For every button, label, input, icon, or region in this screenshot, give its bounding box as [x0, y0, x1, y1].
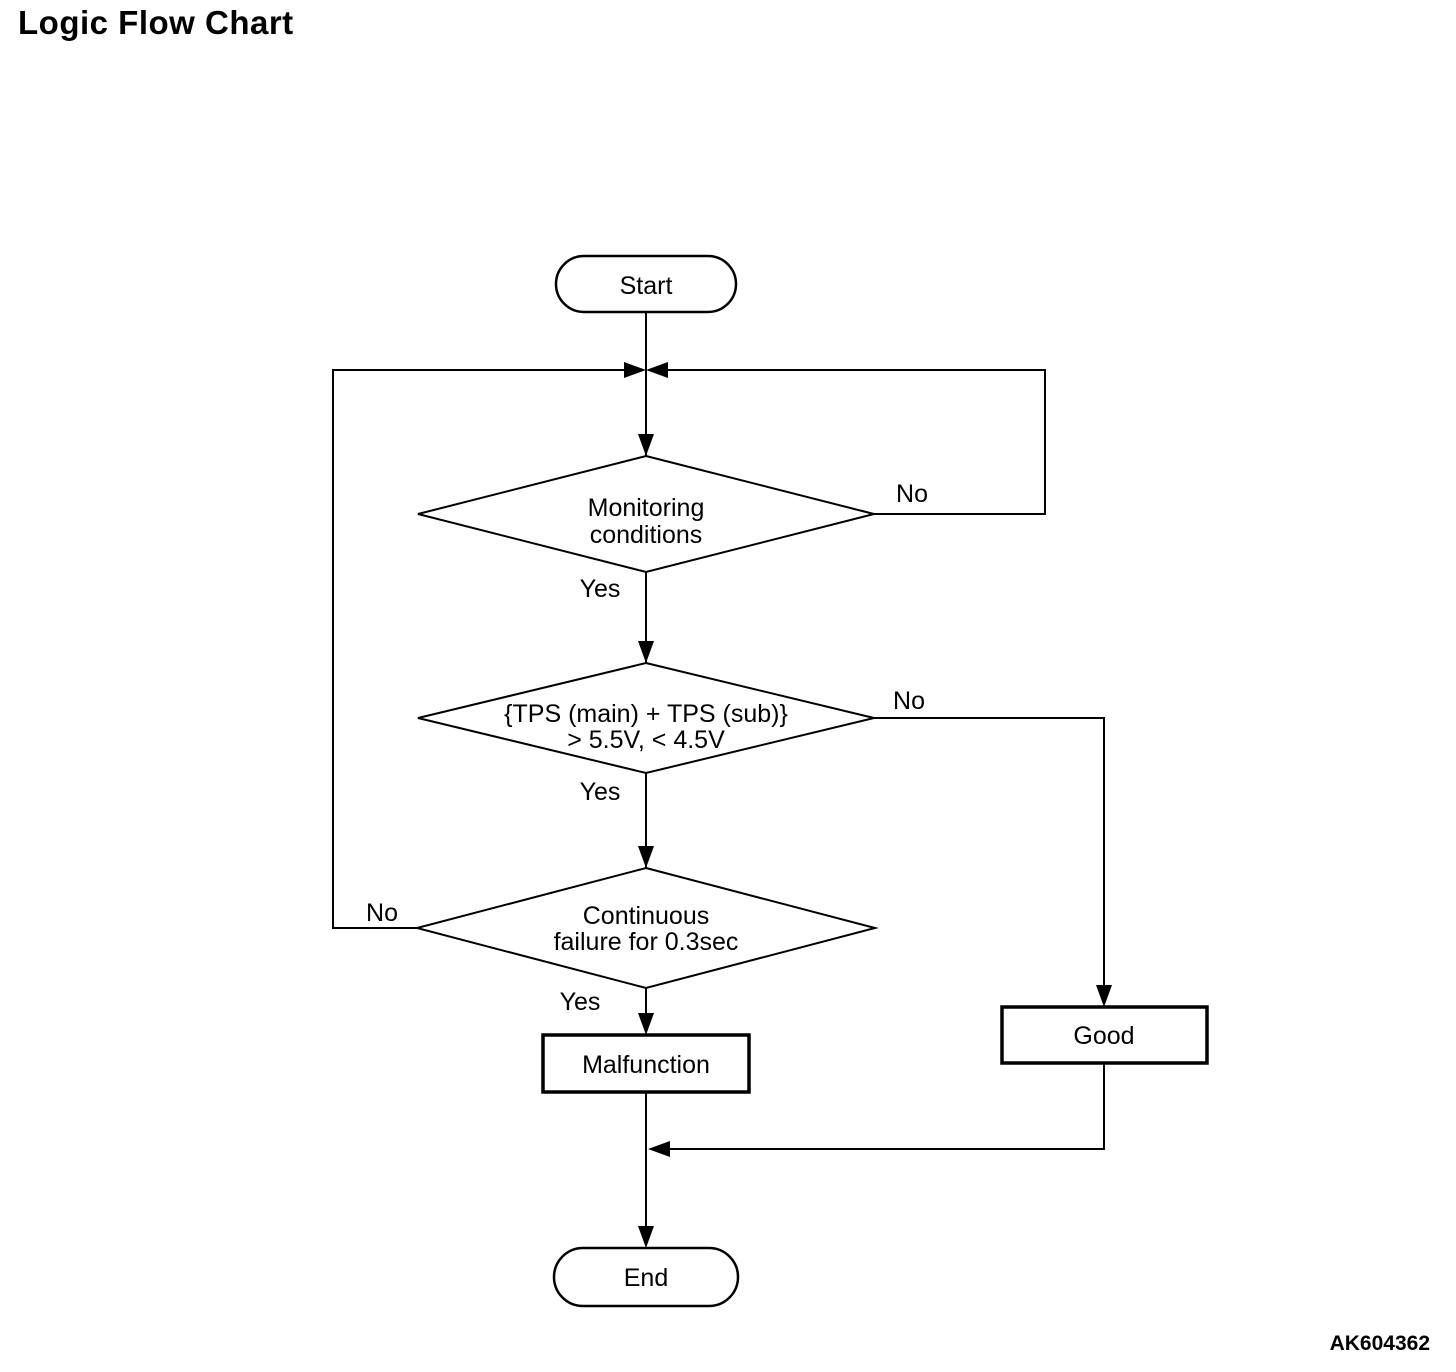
arrowhead-into-continuous-icon: [638, 846, 654, 868]
malfunction-process: Malfunction: [541, 1033, 751, 1094]
end-terminator-shape: [552, 1246, 740, 1308]
tps-no-label: No: [893, 687, 925, 715]
figure-code: AK604362: [1329, 1332, 1430, 1355]
monitoring-no-label: No: [896, 480, 928, 508]
continuous-failure-decision: Continuous failure for 0.3sec: [413, 866, 879, 990]
start-terminator: Start: [554, 254, 738, 314]
continuous-label-line2: failure for 0.3sec: [554, 928, 739, 956]
monitoring-decision-shape: [417, 454, 875, 574]
arrowhead-into-good-icon: [1096, 985, 1112, 1007]
edge-tps-no: [874, 717, 1105, 990]
good-process-shape: [1000, 1005, 1209, 1065]
continuous-label-line1: Continuous: [583, 902, 709, 930]
end-terminator: End: [552, 1246, 740, 1308]
end-label: End: [624, 1264, 668, 1292]
tps-label-line1: {TPS (main) + TPS (sub)}: [504, 700, 788, 728]
good-process: Good: [1000, 1005, 1209, 1065]
monitoring-conditions-decision: Monitoring conditions: [417, 454, 875, 574]
junction-arrowhead-from-right-icon: [646, 362, 668, 378]
monitoring-yes-label: Yes: [580, 575, 621, 603]
arrowhead-into-tps-icon: [638, 641, 654, 663]
arrowhead-into-monitoring-icon: [638, 434, 654, 456]
edge-good-to-merge: [670, 1063, 1105, 1150]
malfunction-process-shape: [541, 1033, 751, 1094]
tps-decision-shape: [417, 661, 875, 775]
tps-sum-decision: {TPS (main) + TPS (sub)} > 5.5V, < 4.5V: [417, 661, 875, 775]
start-label: Start: [620, 272, 673, 300]
monitoring-label-line1: Monitoring: [588, 494, 705, 522]
arrowhead-into-malfunction-icon: [638, 1013, 654, 1035]
arrowhead-into-end-icon: [638, 1226, 654, 1248]
continuous-decision-shape: [413, 866, 879, 990]
start-terminator-shape: [554, 254, 738, 314]
malfunction-label: Malfunction: [582, 1051, 710, 1079]
tps-yes-label: Yes: [580, 778, 621, 806]
continuous-yes-label: Yes: [560, 988, 601, 1016]
junction-arrowhead-from-left-icon: [624, 362, 646, 378]
edge-continuous-no-loop: [332, 369, 624, 929]
arrowhead-merge-icon: [648, 1141, 670, 1157]
page-title: Logic Flow Chart: [18, 4, 294, 41]
monitoring-label-line2: conditions: [590, 521, 703, 549]
edge-monitoring-no-loop: [668, 369, 1046, 515]
good-label: Good: [1073, 1022, 1134, 1050]
continuous-no-label: No: [366, 899, 398, 927]
tps-label-line2: > 5.5V, < 4.5V: [567, 726, 725, 754]
